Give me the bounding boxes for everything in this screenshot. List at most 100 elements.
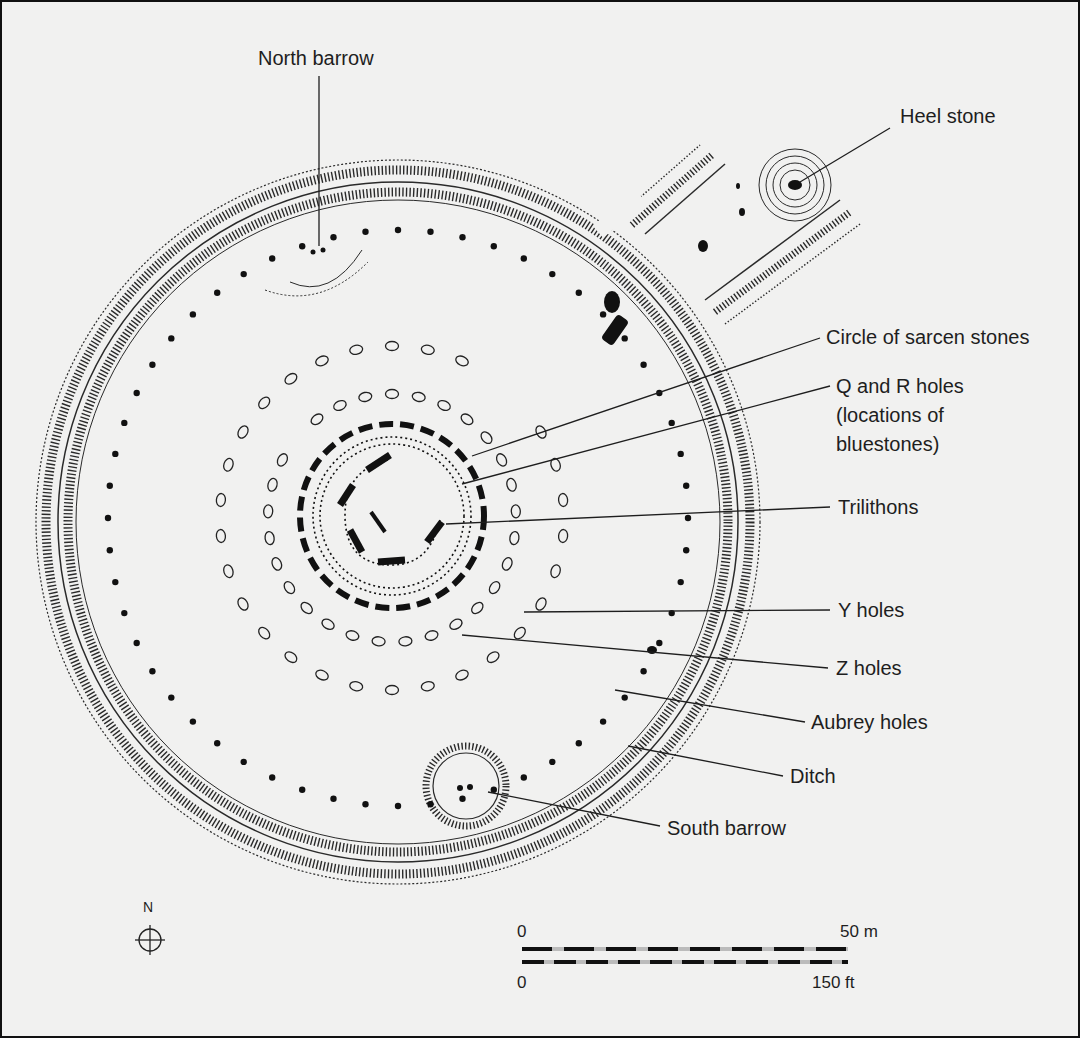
stone-hole	[739, 208, 745, 216]
avenue-bank	[715, 212, 850, 312]
aubrey-hole	[427, 801, 433, 807]
aubrey-hole	[362, 801, 368, 807]
y-hole	[257, 395, 272, 411]
aubrey-hole	[549, 271, 555, 277]
compass-axis	[135, 939, 165, 940]
aubrey-hole	[395, 803, 401, 809]
y-hole	[314, 354, 330, 368]
aubrey-hole	[656, 640, 662, 646]
aubrey-hole	[190, 718, 196, 724]
z-hole	[501, 556, 514, 571]
south-barrow	[426, 746, 506, 826]
z-hole	[282, 580, 297, 596]
y-hole	[283, 650, 299, 665]
heel-ring	[773, 163, 817, 207]
z-hole	[495, 452, 509, 468]
aubrey-hole	[459, 796, 465, 802]
avenue	[598, 145, 860, 324]
aubrey-hole	[168, 335, 174, 341]
scale-bar	[522, 949, 848, 962]
aubrey-hole	[112, 451, 118, 457]
y-hole	[314, 668, 330, 682]
trilithon	[350, 530, 362, 552]
z-hole	[263, 505, 273, 518]
z-hole	[459, 412, 475, 427]
heel-ring	[759, 149, 831, 221]
y-hole	[558, 493, 568, 507]
z-hole	[266, 477, 278, 492]
aubrey-hole	[491, 787, 497, 793]
z-hole	[386, 390, 399, 399]
y-holes	[216, 342, 569, 695]
barrow-hole	[311, 250, 316, 255]
aubrey-hole	[105, 515, 111, 521]
scale-bar-feet	[522, 960, 848, 964]
y-hole	[216, 493, 226, 507]
stone-hole	[736, 183, 740, 189]
aubrey-hole	[622, 694, 628, 700]
aubrey-hole	[299, 243, 305, 249]
aubrey-hole	[395, 227, 401, 233]
leader-line	[472, 338, 820, 456]
aubrey-hole	[330, 796, 336, 802]
part-label: Trilithons	[838, 495, 918, 519]
aubrey-hole	[241, 759, 247, 765]
aubrey-hole	[168, 694, 174, 700]
aubrey-hole	[600, 718, 606, 724]
barrow-ring	[290, 250, 362, 287]
y-hole	[421, 680, 436, 692]
heel-ring	[766, 156, 824, 214]
z-hole	[398, 636, 412, 646]
aubrey-hole	[149, 362, 155, 368]
y-hole	[454, 354, 470, 368]
bank-edge	[76, 200, 720, 844]
y-hole	[386, 686, 399, 695]
altar-stone	[371, 512, 385, 532]
z-hole	[299, 600, 315, 615]
scale-bar-metres	[522, 947, 848, 951]
aubrey-hole	[622, 335, 628, 341]
z-hole	[424, 629, 439, 642]
aubrey-hole	[600, 311, 606, 317]
z-hole	[264, 531, 275, 545]
north-barrow	[265, 248, 368, 296]
avenue-bank	[645, 164, 725, 234]
aubrey-hole	[214, 740, 220, 746]
station-stones	[601, 183, 745, 654]
z-hole	[332, 399, 348, 413]
aubrey-hole	[640, 362, 646, 368]
barrow-hole	[457, 785, 463, 791]
aubrey-hole	[362, 229, 368, 235]
aubrey-hole	[685, 515, 691, 521]
y-hole	[257, 625, 272, 641]
y-hole	[236, 424, 250, 440]
aubrey-hole	[521, 774, 527, 780]
y-hole	[216, 529, 226, 543]
leader-lines	[319, 76, 890, 826]
part-label: Y holes	[838, 598, 904, 622]
scale-label: 0	[517, 920, 526, 944]
aubrey-hole	[149, 668, 155, 674]
part-label: Aubrey holes	[811, 710, 928, 734]
slaughter-stone	[601, 314, 630, 347]
ditch-edge	[58, 182, 738, 862]
aubrey-hole	[549, 759, 555, 765]
z-hole	[469, 600, 485, 615]
aubrey-hole	[576, 740, 582, 746]
aubrey-hole	[576, 290, 582, 296]
stone-hole	[604, 291, 620, 313]
aubrey-hole	[330, 234, 336, 240]
q-r-holes	[320, 444, 464, 588]
z-hole	[372, 636, 386, 646]
y-hole	[222, 564, 235, 579]
z-hole	[436, 399, 452, 413]
z-hole	[320, 617, 336, 631]
y-hole	[283, 371, 299, 386]
y-hole	[454, 668, 470, 682]
aubrey-hole	[112, 579, 118, 585]
barrow-hole	[321, 248, 326, 253]
z-hole	[487, 580, 502, 596]
z-hole	[509, 531, 520, 545]
leader-line	[462, 386, 830, 484]
